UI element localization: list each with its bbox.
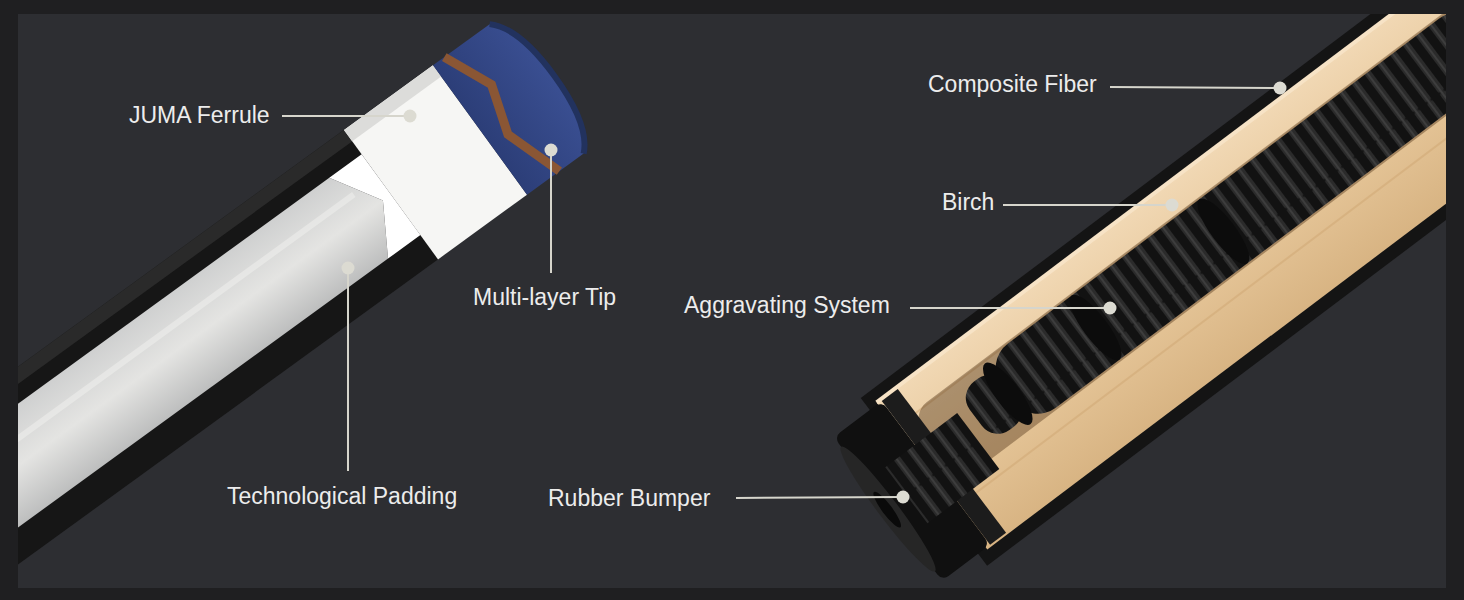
part-label: Birch xyxy=(942,189,994,217)
leader-dots xyxy=(342,82,1287,504)
part-label: JUMA Ferrule xyxy=(129,102,270,130)
part-label: Multi-layer Tip xyxy=(473,284,616,312)
part-label: Technological Padding xyxy=(227,483,457,511)
butt-drawing xyxy=(817,14,1446,588)
part-label: Aggravating System xyxy=(684,292,890,320)
leader-lines xyxy=(282,87,1280,498)
part-label: Composite Fiber xyxy=(928,71,1097,99)
part-label: Rubber Bumper xyxy=(548,485,710,513)
